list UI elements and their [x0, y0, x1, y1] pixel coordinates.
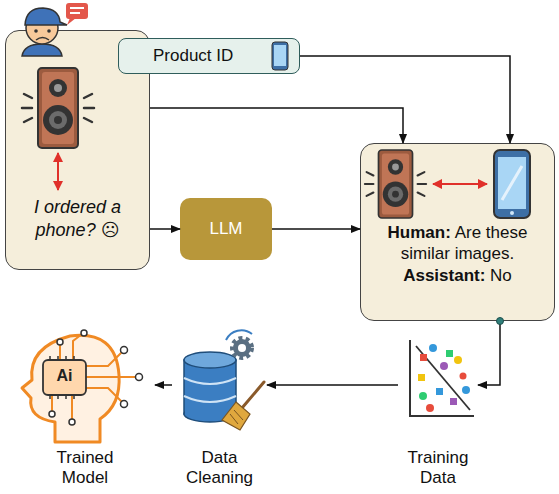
ai-head-icon	[81, 330, 87, 336]
customer-icon	[22, 44, 62, 56]
ai-head-icon	[50, 356, 74, 399]
broom-icon	[230, 410, 243, 424]
chip-text: Ai	[43, 367, 86, 385]
phone-icon	[510, 211, 514, 215]
speaker-icon	[22, 68, 94, 148]
node-text: I ordered a phone? ☹	[11, 196, 144, 241]
model-stage: Trained Model	[15, 330, 155, 489]
broom-icon	[222, 382, 264, 430]
node-text: Data Cleaning	[175, 448, 265, 489]
gear-icon	[226, 330, 252, 357]
scatter-chart-icon	[460, 373, 467, 380]
phone-icon	[272, 42, 288, 70]
customer-icon	[26, 12, 58, 44]
ai-head-icon	[52, 334, 136, 420]
ai-head-icon	[136, 374, 143, 381]
ai-head-icon	[22, 330, 143, 442]
customer-icon	[34, 29, 38, 33]
customer-icon	[36, 38, 49, 41]
scatter-chart-icon	[429, 344, 437, 352]
flow-arrow	[272, 228, 360, 230]
node-text: Human: Are these similar images.	[367, 222, 548, 265]
phone-icon	[494, 150, 530, 218]
broom-icon	[222, 402, 250, 430]
node-text: Training Data	[398, 448, 478, 489]
training-data-stage: Training Data	[398, 340, 478, 489]
scatter-chart-icon	[462, 386, 470, 394]
database-icon	[184, 378, 236, 402]
customer-icon	[22, 8, 67, 56]
ai-head-icon	[57, 339, 63, 345]
database-icon	[184, 360, 236, 414]
mismatch-arrow	[57, 153, 59, 190]
customer-icon	[47, 29, 51, 33]
speech-bubble	[70, 8, 84, 13]
compare-arrow	[433, 183, 487, 185]
speech-bubble	[67, 18, 76, 25]
database-icon	[184, 352, 236, 422]
scatter-chart-icon	[446, 350, 453, 357]
flow-arrow	[150, 108, 403, 143]
ai-head-icon	[121, 401, 128, 408]
scatter-chart-icon	[426, 404, 434, 412]
phone-icon	[494, 150, 530, 218]
llm-box: LLM	[180, 198, 272, 260]
flow-arrow	[300, 56, 510, 143]
flow-arrow	[155, 384, 172, 386]
speech-bubble	[66, 3, 88, 25]
database-icon	[185, 360, 235, 413]
node-text: Assistant: No	[367, 265, 548, 286]
node-text: Trained Model	[40, 448, 130, 489]
database-icon	[184, 352, 236, 368]
scatter-chart-icon	[418, 374, 425, 381]
broom-icon	[242, 382, 264, 408]
phone-icon	[274, 45, 286, 66]
scatter-chart-icon	[416, 346, 470, 410]
scatter-chart-icon	[454, 356, 462, 364]
gear-icon	[233, 339, 251, 357]
speech-bubble	[66, 3, 88, 19]
ai-head-icon	[22, 335, 119, 442]
scatter-chart-icon	[440, 362, 448, 370]
phone-icon	[502, 166, 522, 200]
database-icon	[184, 406, 236, 422]
flow-arrow	[267, 384, 398, 386]
ai-head-icon	[49, 411, 55, 417]
phone-icon	[498, 157, 526, 209]
gear-icon	[238, 344, 246, 352]
node-text: LLM	[209, 219, 242, 239]
scatter-chart-icon	[410, 340, 474, 416]
qa-box: Human: Are these similar images.Assistan…	[360, 143, 555, 321]
scatter-chart-icon	[420, 354, 427, 361]
ai-head-icon	[43, 360, 86, 395]
product-id-box: Product ID	[118, 38, 300, 74]
scatter-chart-icon	[419, 392, 427, 400]
scatter-chart-icon	[450, 398, 457, 405]
ai-head-icon	[69, 419, 75, 425]
ai-head-icon	[121, 347, 128, 354]
gear-icon	[226, 330, 252, 340]
flow-arrow	[150, 228, 180, 230]
node-text: Product ID	[153, 46, 233, 66]
edge-origin-dot	[497, 318, 504, 325]
scatter-chart-icon	[410, 340, 474, 416]
phone-icon	[272, 42, 288, 70]
speaker-icon	[365, 150, 426, 218]
cleaning-stage: Data Cleaning	[172, 335, 267, 489]
customer-icon	[25, 8, 67, 25]
scatter-chart-icon	[436, 388, 443, 395]
flow-arrow	[478, 321, 500, 385]
